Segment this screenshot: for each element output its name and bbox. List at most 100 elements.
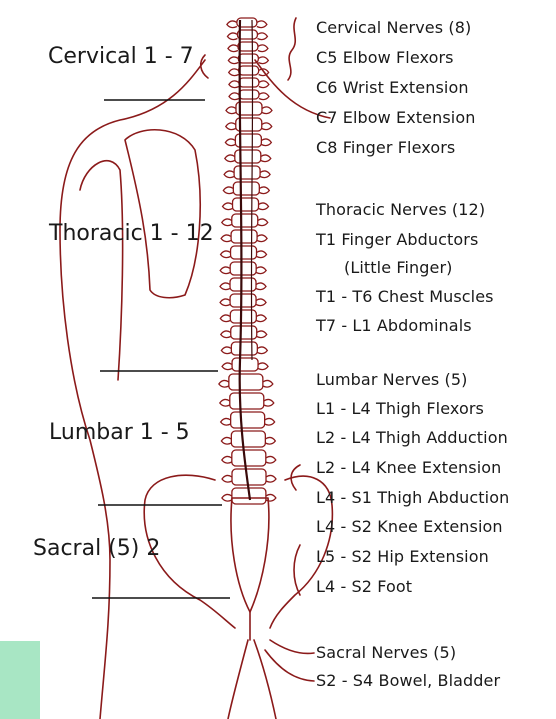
vertebra-process-right [258,45,268,52]
lead-sacral [294,545,300,595]
vertebra [230,278,256,291]
vertebra-process-right [265,418,275,425]
vertebra-process-left [222,219,232,226]
vertebra [239,78,259,87]
vertebra-process-left [220,267,230,274]
vertebra-process-left [219,380,229,387]
vertebra [231,230,257,243]
vertebra-process-left [226,107,236,114]
vertebra [229,374,263,390]
vertebra-process-right [256,283,266,290]
cervical-nerves-title: Cervical Nerves (8) [316,18,471,37]
vertebra [232,450,266,466]
vertebra [232,358,258,371]
nerve-item: L4 - S2 Knee Extension [316,517,503,536]
shoulder-outline [80,161,123,380]
vertebra-process-right [256,267,266,274]
vertebra-process-right [264,399,274,406]
nerve-item: C8 Finger Flexors [316,138,455,157]
vertebra-process-left [220,399,230,406]
vertebra-process-right [259,93,269,100]
vertebra-process-right [257,251,267,258]
lead-sacral-nerves [270,640,314,653]
lumbar-nerves-title: Lumbar Nerves (5) [316,370,467,389]
leg-left [228,640,248,719]
vertebra-process-left [223,187,233,194]
vertebra [231,431,265,447]
vertebra-process-left [223,203,233,210]
green-color-swatch [0,641,40,719]
vertebra-process-right [257,21,267,28]
sacral-nerves-title: Sacral Nerves (5) [316,643,456,662]
nerve-item: L2 - L4 Knee Extension [316,458,501,477]
vertebra-process-right [259,203,269,210]
leg-right [254,640,276,719]
vertebra-process-left [222,363,232,370]
vertebra [235,150,261,163]
nerve-item: T7 - L1 Abdominals [316,316,472,335]
vertebra-process-right [257,33,267,40]
vertebra-process-right [257,347,267,354]
nerve-item: C7 Elbow Extension [316,108,475,127]
nerve-item: L5 - S2 Hip Extension [316,547,489,566]
lead-bowel [265,650,314,681]
vertebra-process-right [262,107,272,114]
vertebra-process-left [228,57,238,64]
arm-outline [125,130,200,298]
vertebra [230,310,256,323]
vertebra [230,393,264,409]
vertebra-process-left [228,45,238,52]
nerve-item: L1 - L4 Thigh Flexors [316,399,484,418]
vertebra-process-left [229,69,239,76]
vertebra-process-left [229,93,239,100]
region-label-cervical: Cervical 1 - 7 [48,44,194,69]
spinal-cord-2 [251,20,252,360]
vertebra-process-left [222,475,232,482]
sacrum [231,498,269,612]
vertebra-process-right [266,456,276,463]
vertebra-process-right [257,235,267,242]
nerve-item: S2 - S4 Bowel, Bladder [316,671,500,690]
vertebra-process-right [263,380,273,387]
vertebra-process-right [257,331,267,338]
vertebra-process-left [226,123,236,130]
nerve-item: (Little Finger) [344,258,452,277]
vertebra-process-right [258,363,268,370]
vertebra-process-left [221,235,231,242]
cervical-bracket [288,18,296,80]
vertebra-process-right [256,299,266,306]
vertebra [234,166,260,179]
vertebra-process-right [259,187,269,194]
cervical-hook [201,55,208,78]
nerve-item: L2 - L4 Thigh Adduction [316,428,508,447]
vertebra [231,412,265,428]
vertebra-process-right [262,123,272,130]
vertebra-process-left [220,315,230,322]
vertebra-process-right [258,219,268,226]
vertebra-process-left [220,299,230,306]
vertebra-process-left [225,139,235,146]
vertebra-process-left [224,171,234,178]
vertebra-process-right [258,57,268,64]
vertebra [230,262,256,275]
vertebra [239,66,259,75]
vertebra-process-left [221,331,231,338]
vertebra [231,246,257,259]
nerve-item: C6 Wrist Extension [316,78,469,97]
nerve-item: T1 Finger Abductors [316,230,478,249]
vertebra [239,90,259,99]
vertebra [231,326,257,339]
vertebra [238,42,258,51]
vertebra-process-left [222,494,232,501]
vertebra-process-left [221,418,231,425]
vertebral-column [219,18,276,504]
vertebra-process-left [221,251,231,258]
vertebra [233,182,259,195]
vertebra-process-left [225,155,235,162]
vertebra-process-left [227,33,237,40]
nerve-item: C5 Elbow Flexors [316,48,454,67]
body-outline-left [60,60,205,719]
vertebra [232,469,266,485]
region-label-thoracic: Thoracic 1 - 12 [49,221,214,246]
vertebra-process-right [261,155,271,162]
